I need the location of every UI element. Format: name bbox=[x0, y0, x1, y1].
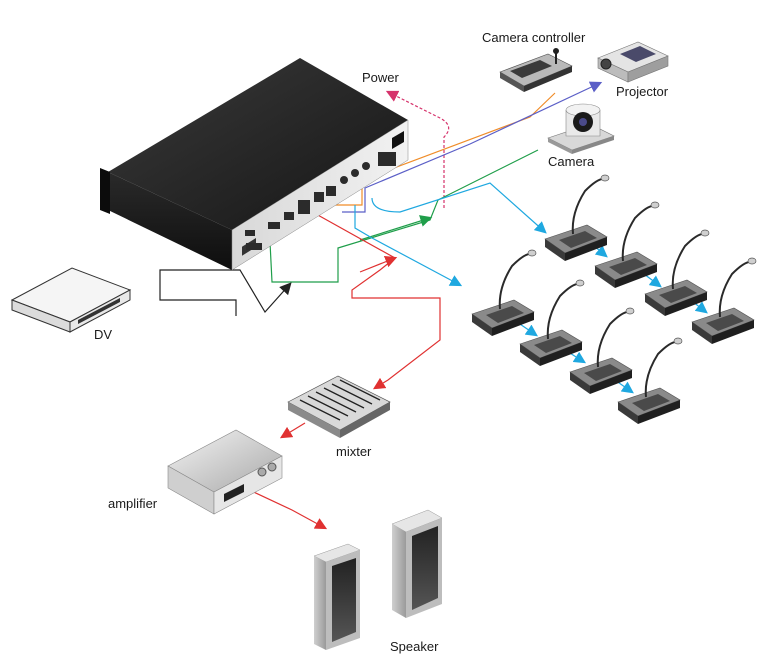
mic-unit bbox=[644, 229, 710, 317]
main-host-unit bbox=[100, 58, 409, 271]
label-amplifier: amplifier bbox=[108, 496, 158, 511]
amplifier-device bbox=[167, 429, 283, 515]
mic-unit bbox=[471, 249, 537, 337]
label-dv: DV bbox=[94, 327, 112, 342]
cable-power bbox=[385, 90, 450, 208]
cable-mic-chain-1 bbox=[371, 182, 547, 234]
label-camera-controller: Camera controller bbox=[482, 30, 586, 45]
cable-projector bbox=[342, 81, 603, 213]
speaker-right bbox=[391, 509, 443, 618]
cable-dv bbox=[159, 269, 292, 316]
camera-device bbox=[547, 103, 615, 154]
mic-unit bbox=[569, 307, 635, 395]
mic-unit bbox=[544, 174, 610, 262]
dv-device bbox=[10, 267, 132, 333]
mixer-device bbox=[287, 375, 391, 438]
speaker-left bbox=[313, 543, 361, 650]
mic-unit bbox=[617, 337, 683, 425]
projector-device bbox=[597, 41, 669, 83]
label-speaker: Speaker bbox=[390, 639, 439, 654]
mic-unit bbox=[519, 279, 585, 367]
label-camera: Camera bbox=[548, 154, 595, 169]
conference-microphones bbox=[471, 174, 757, 425]
label-power: Power bbox=[362, 70, 400, 85]
label-mixter: mixter bbox=[336, 444, 372, 459]
rear-panel-ports bbox=[245, 152, 396, 250]
camera-controller-device bbox=[499, 48, 573, 92]
cable-audio-out bbox=[315, 213, 441, 390]
label-projector: Projector bbox=[616, 84, 669, 99]
